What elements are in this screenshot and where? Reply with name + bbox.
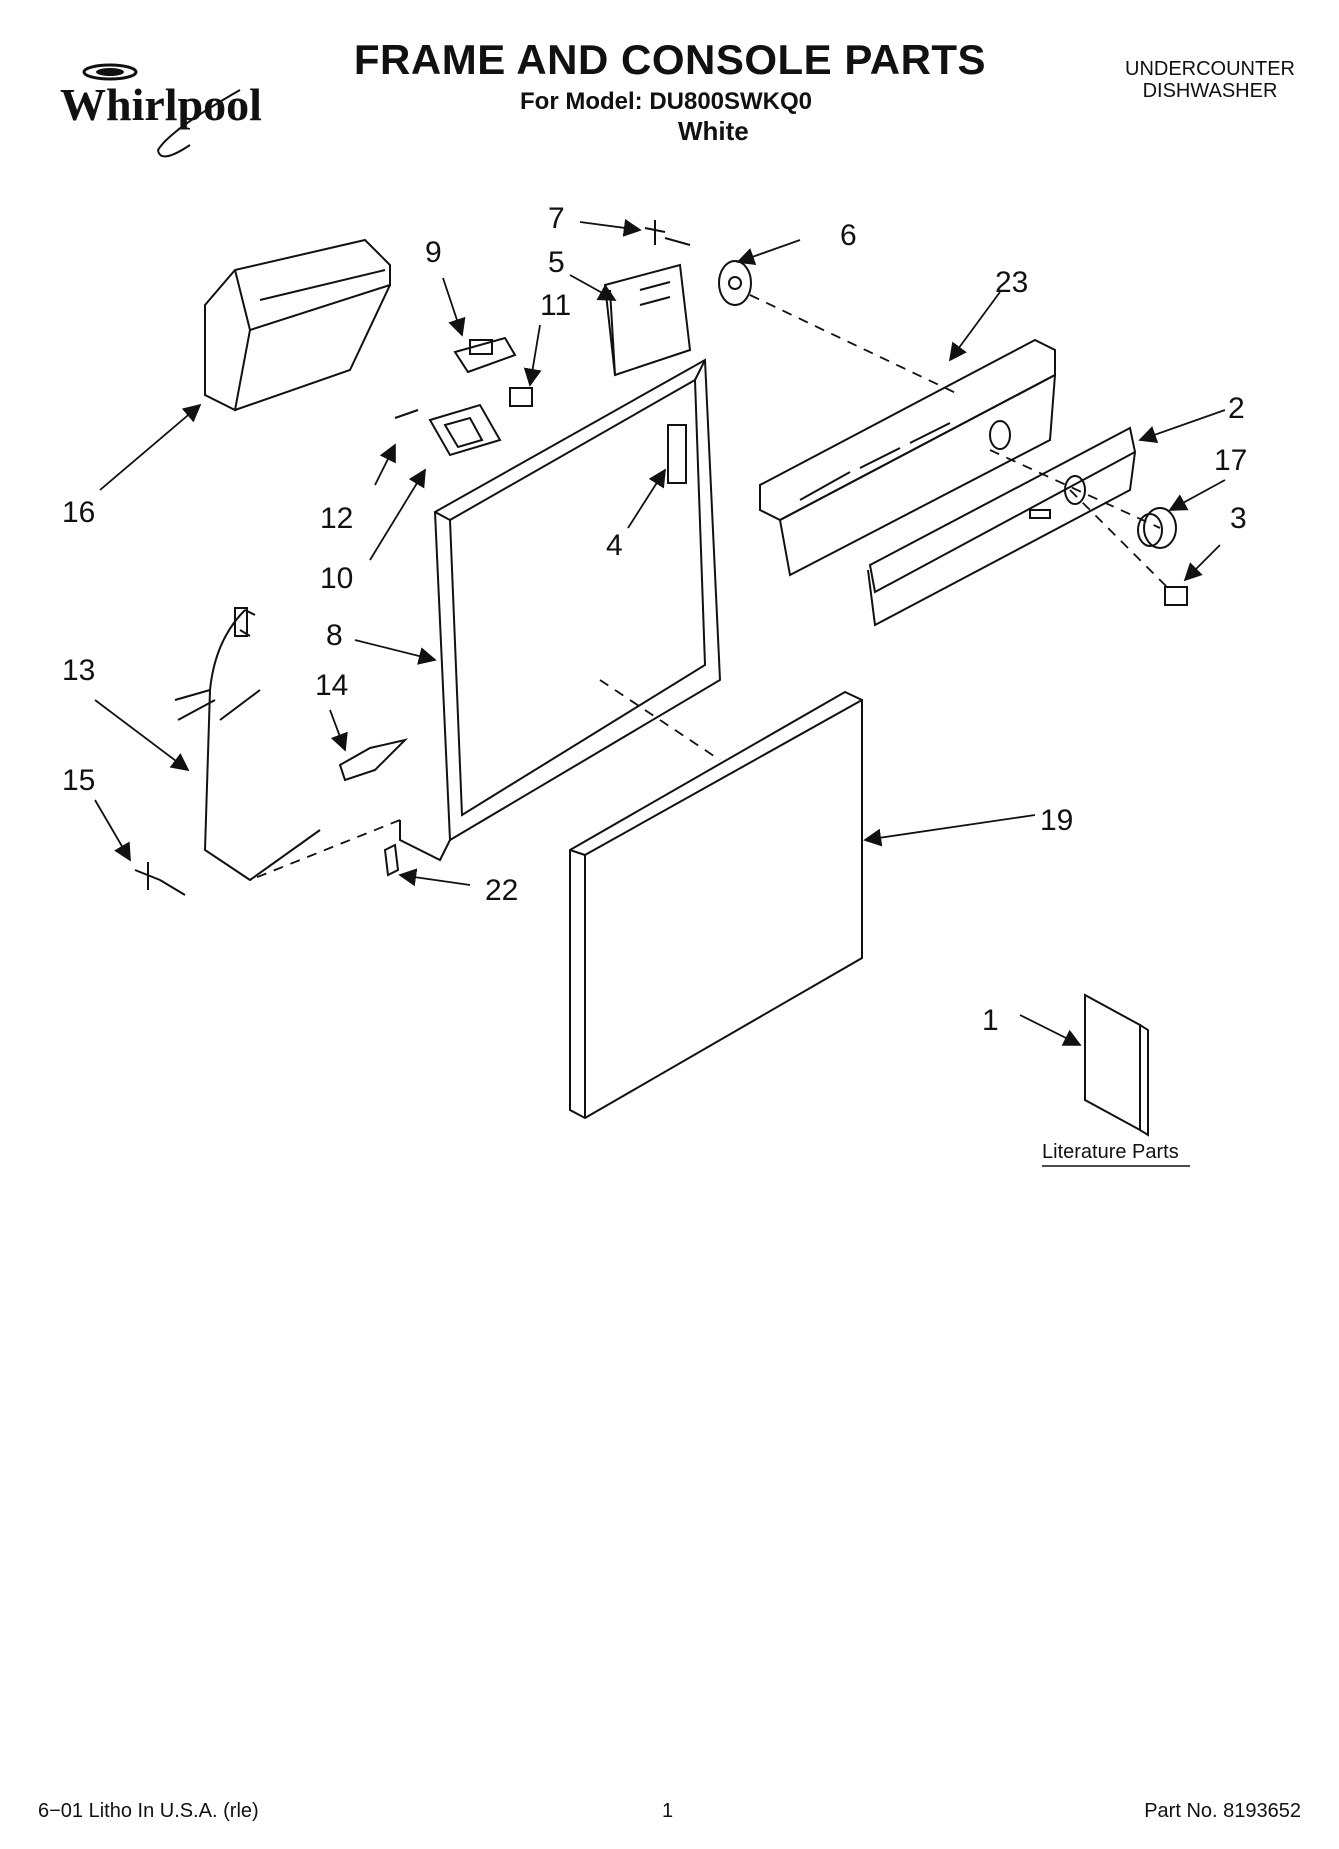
callout-1: 1 [982,1004,999,1037]
part-3-button [1164,586,1188,606]
callout-6: 6 [840,219,857,252]
part-1-literature [1084,993,1149,1137]
callout-19: 19 [1040,804,1073,837]
callout-8: 8 [326,619,343,652]
part-12-pin [394,409,419,419]
callout-12: 12 [320,502,353,535]
part-16-duct-cover [204,238,391,412]
product-type-line1: UNDERCOUNTER [1125,58,1295,80]
part-22-clip [383,843,400,877]
callout-9: 9 [425,236,442,269]
color-line: White [678,116,749,146]
part-17-knob [1137,507,1177,549]
part-15-screw [134,862,186,896]
part-14-switch [338,738,409,782]
callout-4: 4 [606,529,623,562]
footer-page-number: 1 [662,1800,674,1822]
callout-3: 3 [1230,502,1247,535]
leader-arrows [94,218,1226,1046]
callout-14: 14 [315,669,348,702]
callout-10: 10 [320,562,353,595]
part-7-screw [644,220,691,246]
callout-13: 13 [62,654,95,687]
part-11-connector [509,387,533,407]
part-6-timer-cam [718,260,752,306]
literature-parts-label: Literature Parts [1042,1141,1179,1163]
assembly-guides [249,294,1171,881]
part-23-console [759,338,1056,577]
part-2-console-panel [867,426,1137,627]
part-8-frame [399,358,722,862]
callout-11: 11 [540,289,571,322]
product-type: UNDERCOUNTER DISHWASHER [1125,58,1295,102]
whirlpool-logo: Whirlpool [60,63,262,158]
callout-15: 15 [62,764,95,797]
part-10-bracket [428,403,502,457]
model-line: For Model: DU800SWKQ0 [520,88,813,115]
part-9-switch [453,336,517,374]
page-title: FRAME AND CONSOLE PARTS [353,36,987,83]
callout-22: 22 [485,874,518,907]
callout-2: 2 [1228,392,1245,425]
part-4-strike [667,424,687,484]
footer-print-info: 6−01 Litho In U.S.A. (rle) [38,1800,259,1822]
part-19-door-panel [569,690,863,1120]
callout-17: 17 [1214,444,1247,477]
callout-16: 16 [62,496,95,529]
part-13-wire-harness [174,607,321,882]
logo-wordmark: Whirlpool [60,79,262,130]
part-5-control-module [603,263,692,377]
product-type-line2: DISHWASHER [1142,80,1278,102]
callout-23: 23 [995,266,1028,299]
footer-part-number: Part No. 8193652 [1144,1800,1301,1822]
callout-7: 7 [548,202,565,235]
callout-5: 5 [548,246,565,279]
